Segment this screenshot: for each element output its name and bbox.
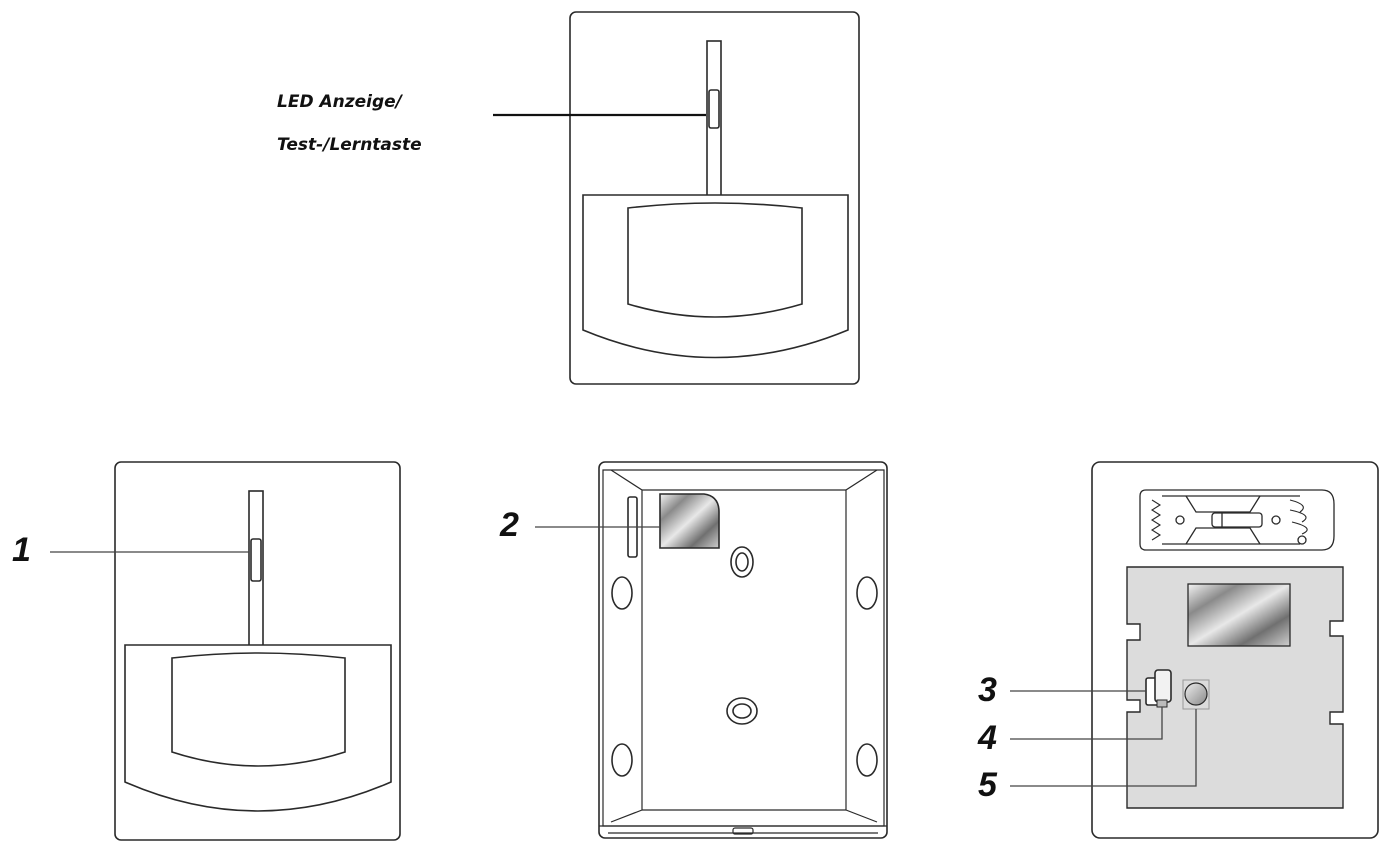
top-front-view <box>569 11 860 385</box>
bm-corner-hole-bl <box>611 743 633 777</box>
callout-3: 3 <box>978 671 997 709</box>
bm-bottom-notch <box>732 827 754 835</box>
bm-corner-hole-tl <box>611 576 633 610</box>
bm-tamper-switch <box>659 493 720 549</box>
bm-left-rail <box>610 469 643 823</box>
leader-line-4 <box>1010 707 1163 740</box>
bm-corner-hole-tr <box>856 576 878 610</box>
bottom-middle-back-view <box>598 461 888 839</box>
callout-4: 4 <box>978 719 997 757</box>
bm-housing <box>598 461 888 839</box>
bottom-left-front-view <box>114 461 401 841</box>
jumper-4 <box>1156 699 1168 708</box>
bl-led-button <box>250 538 262 582</box>
battery-holder <box>1139 489 1335 551</box>
top-lens-window <box>627 202 803 318</box>
bottom-right-interior-view <box>1091 461 1379 839</box>
bl-lens-window <box>171 652 346 767</box>
pir-sensor <box>1187 583 1291 647</box>
potentiometer-5 <box>1184 682 1208 706</box>
led-label-line2: Test-/Lerntaste <box>277 135 422 155</box>
leaders-3-4-5 <box>1010 690 1197 787</box>
led-label-line1: LED Anzeige/ <box>277 92 402 112</box>
leader-line-5 <box>1010 709 1197 787</box>
switch-cap <box>1154 669 1172 703</box>
bm-corner-hole-br <box>856 743 878 777</box>
callout-2: 2 <box>500 506 519 544</box>
callout-5: 5 <box>978 766 997 804</box>
bm-bottom-lip <box>599 825 887 834</box>
callout-1: 1 <box>12 531 31 569</box>
bm-right-rail <box>845 469 878 823</box>
top-led-button <box>708 89 720 129</box>
